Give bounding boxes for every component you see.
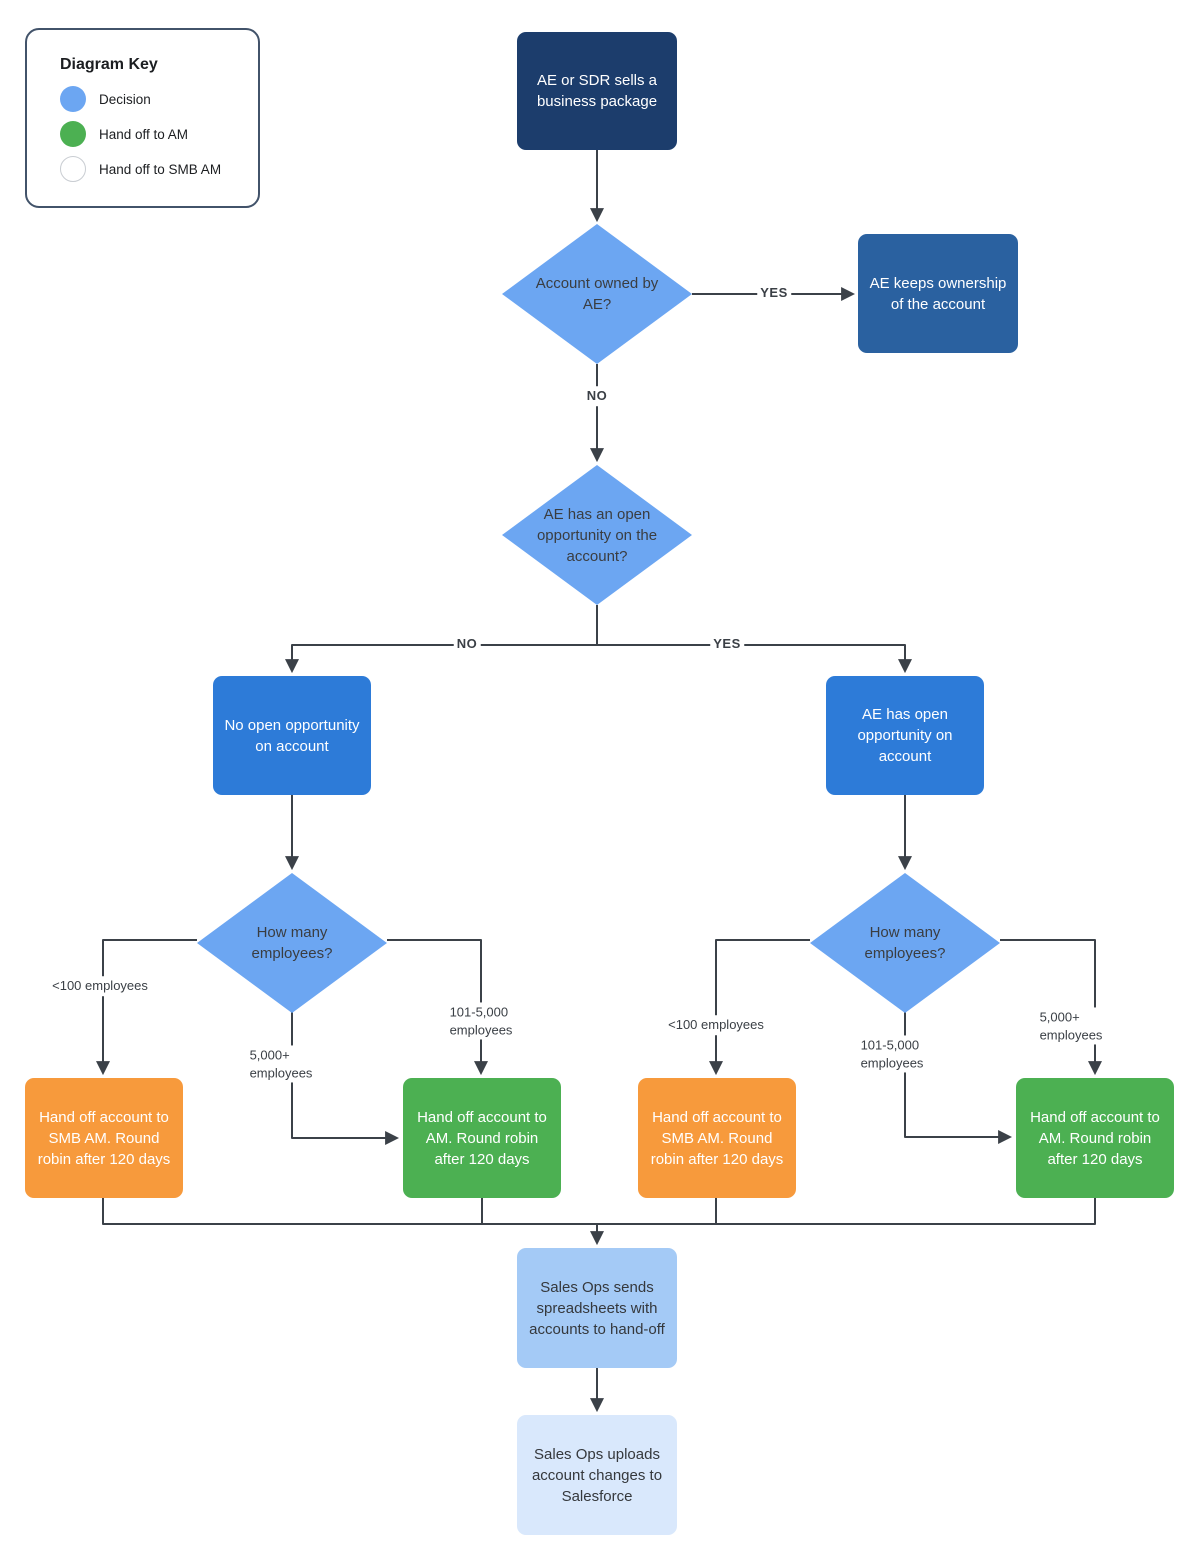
- node-start: AE or SDR sells a business package: [517, 32, 677, 150]
- edge-label-5000plus-right: 5,000+ employees: [1036, 1007, 1106, 1045]
- edge-openopp-no: [285, 644, 597, 674]
- decision-employees-right: How many employees?: [810, 873, 1000, 1013]
- edge-label-yes: YES: [757, 283, 791, 303]
- diagram-key: Diagram Key Decision Hand off to AM Hand…: [25, 28, 260, 208]
- edge-left-lt100: [96, 939, 197, 1076]
- edge-label-no: NO: [583, 386, 611, 406]
- node-ae-keeps-ownership: AE keeps ownership of the account: [858, 234, 1018, 353]
- edge-right-lt100: [709, 939, 810, 1076]
- node-sales-ops-upload: Sales Ops uploads account changes to Sal…: [517, 1415, 677, 1535]
- edge-collector-far-left: [102, 1198, 597, 1225]
- decision-account-owned: Account owned by AE?: [502, 224, 692, 364]
- edge-openopp-yes: [597, 644, 912, 674]
- legend-item-decision: Decision: [60, 86, 258, 112]
- diagram-key-title: Diagram Key: [60, 56, 158, 73]
- decision-open-opportunity: AE has an open opportunity on the accoun…: [502, 465, 692, 605]
- node-handoff-am-right: Hand off account to AM. Round robin afte…: [1016, 1078, 1174, 1198]
- legend-item-label: Hand off to AM: [99, 126, 189, 142]
- edge-label-no: NO: [453, 634, 481, 654]
- legend-item-label: Decision: [99, 91, 151, 107]
- node-has-open-opportunity: AE has open opportunity on account: [826, 676, 984, 795]
- edge-label-5000plus-left: 5,000+ employees: [246, 1045, 316, 1083]
- edge-label-yes: YES: [710, 634, 744, 654]
- decision-label: Account owned by AE?: [535, 275, 659, 313]
- decision-employees-left: How many employees?: [197, 873, 387, 1013]
- decision-label: How many employees?: [251, 924, 333, 962]
- handoff-am-color-dot: [60, 121, 86, 147]
- node-handoff-am-left: Hand off account to AM. Round robin afte…: [403, 1078, 561, 1198]
- node-handoff-smb-left: Hand off account to SMB AM. Round robin …: [25, 1078, 183, 1198]
- edge-collector-far-right: [597, 1198, 1096, 1225]
- decision-color-dot: [60, 86, 86, 112]
- node-sales-ops-send: Sales Ops sends spreadsheets with accoun…: [517, 1248, 677, 1368]
- edge-label-lt100-right: <100 employees: [665, 1015, 767, 1035]
- decision-label: AE has an open opportunity on the accoun…: [536, 505, 658, 565]
- node-no-open-opportunity: No open opportunity on account: [213, 676, 371, 795]
- legend-item-handoff-am: Hand off to AM: [60, 121, 258, 147]
- decision-label: How many employees?: [864, 924, 946, 962]
- node-handoff-smb-right: Hand off account to SMB AM. Round robin …: [638, 1078, 796, 1198]
- legend-item-handoff-smb-am: Hand off to SMB AM: [60, 156, 258, 182]
- handoff-smb-am-color-dot: [60, 156, 86, 182]
- edge-label-101-5000-right: 101-5,000 employees: [857, 1035, 927, 1073]
- legend-item-label: Hand off to SMB AM: [99, 161, 222, 177]
- edge-label-lt100-left: <100 employees: [49, 976, 151, 996]
- edge-label-101-5000-left: 101-5,000 employees: [446, 1002, 516, 1040]
